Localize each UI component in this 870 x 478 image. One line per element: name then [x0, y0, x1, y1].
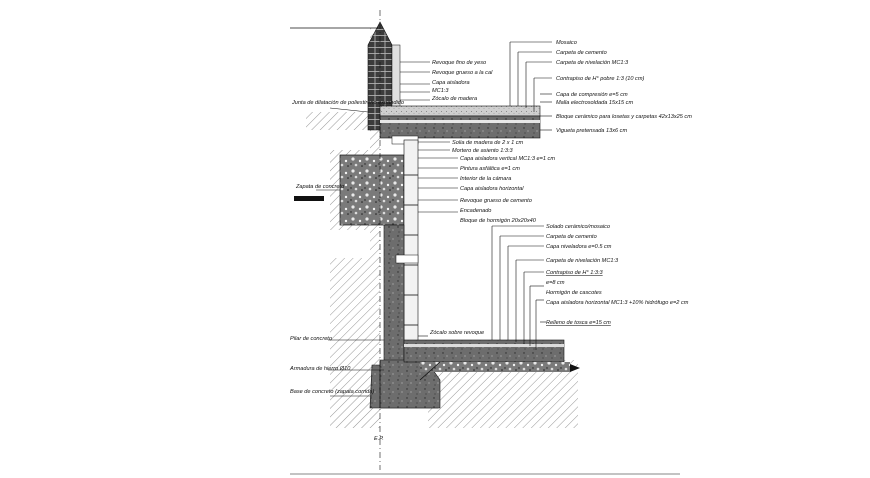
label-rt-3: Carpeta de nivelación MC1:3	[556, 60, 629, 66]
labels-right-top: Mosaico Carpeta de cemento Carpeta de ni…	[556, 40, 692, 134]
label-rt-5: Capa de compresión e=5 cm	[556, 92, 628, 98]
label-rt-6: Malla electrosoldada 15x15 cm	[556, 100, 633, 106]
label-mid-4: MC1:3	[432, 88, 449, 94]
label-rt-8: Vigueta pretensada 13x6 cm	[556, 128, 627, 134]
label-rt-1: Mosaico	[556, 40, 577, 46]
label-mid-14: Bloque de hormigón 20x20x40	[460, 218, 537, 224]
label-rb-7: Hormigón de cascotes	[546, 290, 602, 296]
label-rb-1: Solado cerámico/mosaico	[546, 224, 610, 230]
lower-slab	[403, 339, 580, 381]
label-left-5: Base de concreto (zapata corrida)	[290, 389, 374, 395]
gravel-block	[339, 139, 419, 351]
labels-mid: Revoque fino de yeso Revoque grueso a la…	[429, 60, 555, 336]
upper-slab	[379, 105, 541, 145]
tag-marker	[294, 196, 324, 201]
label-rb-6: e=8 cm	[546, 280, 565, 286]
label-rt-2: Carpeta de cemento	[556, 50, 607, 56]
label-rb-3: Capa niveladora e=0.5 cm	[546, 244, 612, 250]
label-rt-7: Bloque cerámico para losetas y carpetas …	[556, 114, 692, 120]
axis-label: E.P.	[374, 436, 384, 442]
label-rb-4: Carpeta de nivelación MC1:3	[546, 258, 619, 264]
label-mid-3: Capa aisladora	[432, 80, 470, 86]
label-mid-10: Interior de la cámara	[460, 176, 511, 182]
label-rb-8: Capa aisladora horizontal MC1:3 +10% hid…	[546, 300, 689, 306]
label-mid-5: Zócalo de madera	[431, 96, 477, 102]
label-rb-9: Relleno de tosca e=15 cm	[546, 320, 611, 326]
label-mid-15: Zócalo sobre revoque	[429, 330, 484, 336]
label-mid-8: Capa aisladora vertical MC1:3 e=1 cm	[460, 156, 555, 162]
labels-left: Junta de dilatación de poliestireno expa…	[289, 100, 404, 395]
label-left-4: Armadura de hierro Ø10	[289, 366, 351, 372]
label-rb-5: Contrapiso de H° 1:3:3	[546, 270, 604, 276]
labels-right-bottom: Solado cerámico/mosaico Carpeta de cemen…	[546, 224, 689, 326]
label-mid-1: Revoque fino de yeso	[432, 60, 486, 66]
label-left-3: Pilar de concreto	[290, 336, 332, 342]
label-rb-2: Carpeta de cemento	[546, 234, 597, 240]
label-mid-7: Mortero de asiento 1:3:3	[452, 148, 514, 154]
label-rt-4: Contrapiso de H° pobre 1:3 (10 cm)	[556, 76, 644, 82]
label-mid-9: Pintura asfáltica e=1 cm	[460, 166, 520, 172]
label-left-1: Junta de dilatación de poliestireno expa…	[291, 100, 404, 106]
label-mid-2: Revoque grueso a la cal	[432, 70, 493, 76]
label-mid-13: Encadenado	[460, 208, 491, 214]
label-mid-6: Solia de madera de 2 x 1 cm	[452, 140, 524, 146]
label-mid-12: Revoque grueso de cemento	[460, 198, 532, 204]
leader-lines	[316, 41, 552, 397]
label-mid-11: Capa aisladora horizontal	[460, 186, 524, 192]
label-left-2: Zapata de concreto	[295, 184, 344, 190]
